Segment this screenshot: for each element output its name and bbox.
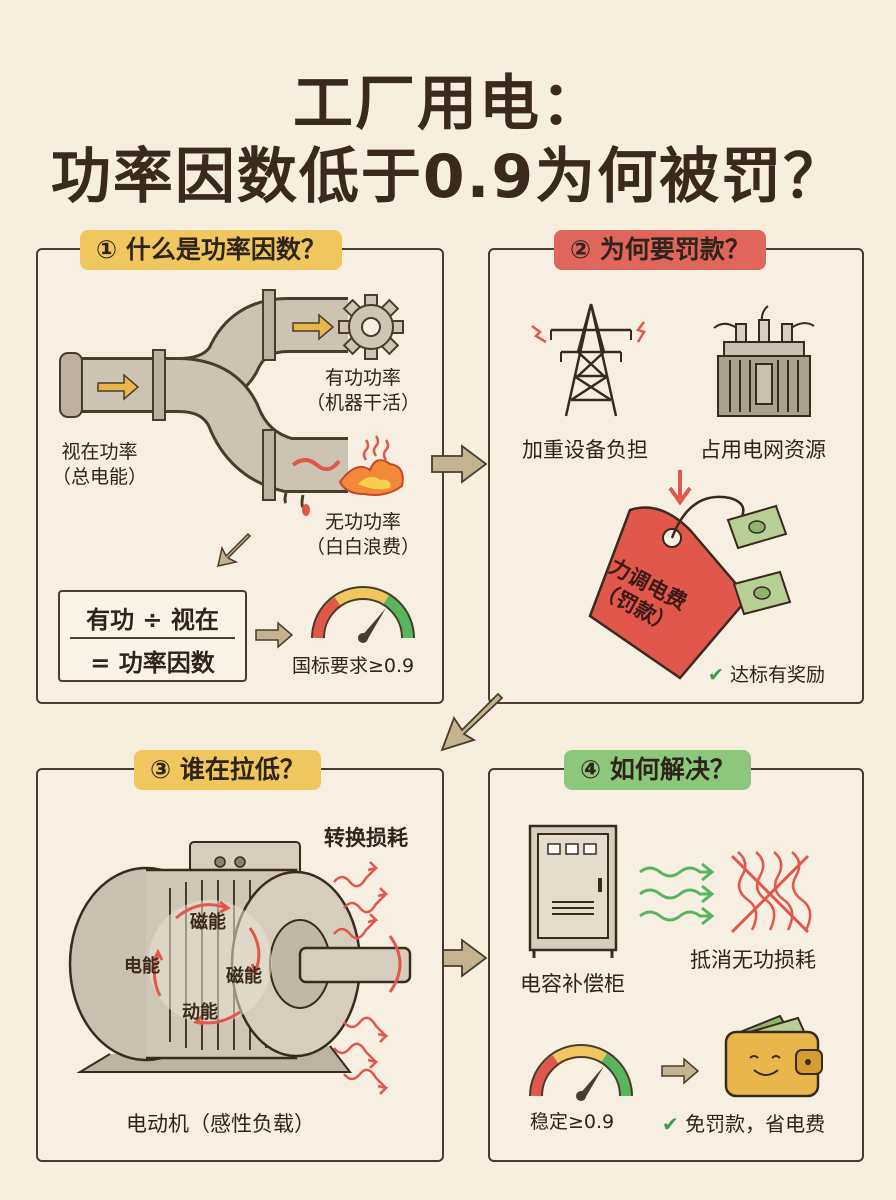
badge-what-is-pf: ① 什么是功率因数？ <box>80 230 342 270</box>
cycle-kinetic: 动能 <box>182 1002 218 1023</box>
pipe-icon <box>59 289 348 516</box>
label-apparent-power: 视在功率 （总电能） <box>52 441 148 488</box>
arrow-panel1-to-panel2 <box>431 444 488 484</box>
arrow-right-icon-2 <box>661 1057 700 1085</box>
badge-how-to-solve: ④ 如何解决？ <box>564 750 751 790</box>
label-equipment-burden: 加重设备负担 <box>522 438 648 462</box>
panel-who-lowers: ③ 谁在拉低？ 转换损耗 磁能 磁能 动能 电能 <box>36 750 444 1162</box>
reward-note: ✔ 达标有奖励 <box>708 660 825 687</box>
label-stable-pf: 稳定≥0.9 <box>530 1111 615 1133</box>
arrow-panel2-to-panel3 <box>440 692 504 752</box>
price-tag-icon <box>588 495 750 680</box>
check-icon-2: ✔ <box>662 1112 679 1136</box>
compensation-waves-icon <box>639 862 715 926</box>
arrow-down-left-icon <box>217 532 252 567</box>
arrow-down-icon <box>668 470 692 506</box>
tower-icon <box>531 303 646 417</box>
wallet-icon <box>724 1014 823 1098</box>
result-text: 免罚款，省电费 <box>685 1112 826 1136</box>
formula-bottom: = 功率因数 <box>90 649 215 677</box>
label-cancel-reactive: 抵消无功损耗 <box>690 948 816 972</box>
page-title-line2: 功率因数低于0.9为何被罚？ <box>50 142 846 212</box>
panel-why-penalty: ② 为何要罚款？ 加重设备负担 占用电网资源 力调电费 （罚款） ✔ 达标有奖励 <box>488 230 864 704</box>
gear-icon <box>338 294 404 360</box>
motor-icon <box>68 841 412 1073</box>
panel-how-to-solve: ④ 如何解决？ 电容补偿柜 抵消无功损耗 <box>488 750 864 1162</box>
arrow-right-icon <box>255 621 294 649</box>
transformer-icon <box>713 305 815 417</box>
panel-power-factor: ① 什么是功率因数？ <box>36 230 444 704</box>
gauge-icon <box>311 586 415 643</box>
reward-text: 达标有奖励 <box>729 664 825 686</box>
money-icon <box>726 504 792 616</box>
cycle-magnetic-right: 磁能 <box>226 966 262 987</box>
flame-icon <box>338 435 404 496</box>
badge-who-lowers: ③ 谁在拉低？ <box>134 750 321 790</box>
label-capacitor-cabinet: 电容补偿柜 <box>520 972 625 996</box>
label-reactive-power: 无功功率 （白白浪费） <box>306 511 421 558</box>
cycle-electric: 电能 <box>124 956 160 977</box>
label-conversion-loss: 转换损耗 <box>324 826 408 850</box>
label-grid-resources: 占用电网资源 <box>700 438 826 462</box>
cycle-magnetic-top: 磁能 <box>190 912 226 933</box>
cancelled-waves-icon <box>730 851 812 934</box>
gauge-icon-2 <box>529 1044 633 1101</box>
formula-box: 有功 ÷ 视在 = 功率因数 <box>58 590 247 682</box>
result-note: ✔ 免罚款，省电费 <box>662 1108 825 1137</box>
page-title-line1: 工厂用电： <box>293 69 603 139</box>
label-national-standard: 国标要求≥0.9 <box>292 655 415 677</box>
formula-rule <box>70 637 235 639</box>
heat-loss-icon <box>333 861 389 1095</box>
label-motor-inductive: 电动机（感性负载） <box>126 1112 315 1136</box>
cabinet-icon <box>528 824 618 958</box>
check-icon: ✔ <box>708 664 724 686</box>
label-active-power: 有功功率 （机器干活） <box>306 367 421 414</box>
badge-why-penalty: ② 为何要罚款？ <box>554 230 766 270</box>
formula-top: 有功 ÷ 视在 <box>86 606 219 634</box>
